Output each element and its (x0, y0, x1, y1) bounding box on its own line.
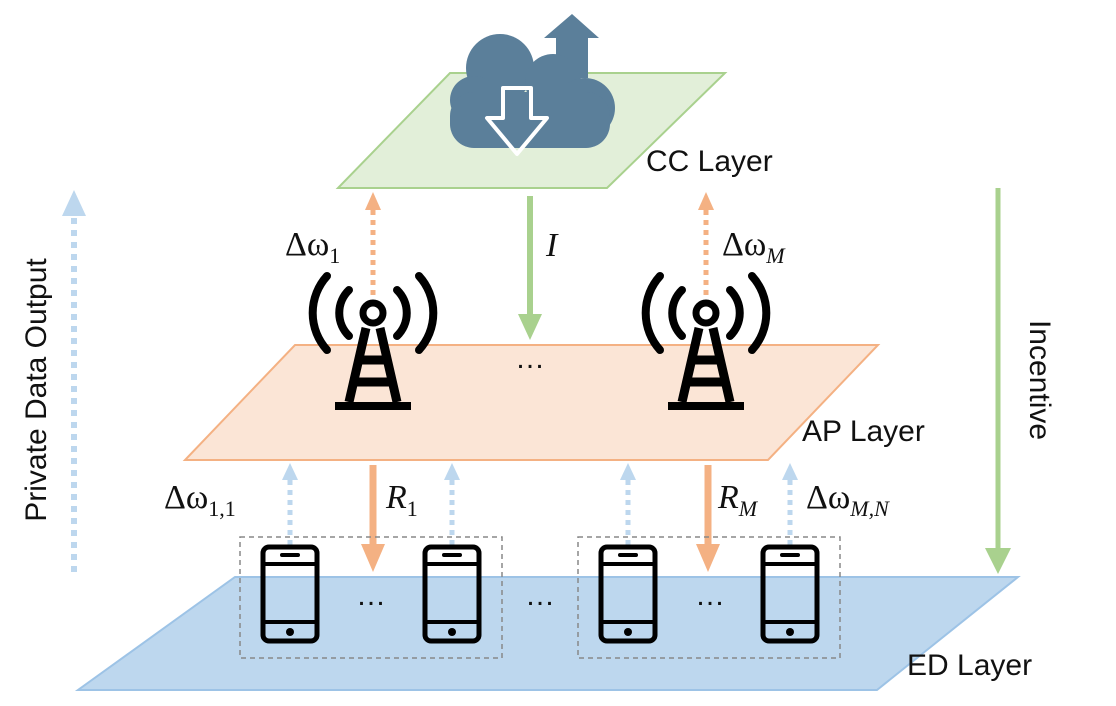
incentive-i-label: I (545, 227, 559, 264)
delta-omega-1-1-label: Δω1,1 (164, 479, 236, 521)
r1-label: R1 (385, 479, 418, 521)
delta-omega-1-label: Δω1 (285, 226, 340, 268)
ed-upload-arrows (282, 463, 798, 545)
upload-arrow-apM (698, 192, 714, 295)
radio-tower-icon (641, 272, 771, 410)
upload-arrow-ap1 (365, 192, 381, 295)
smartphone-icon (598, 544, 658, 644)
smartphone-icon (260, 544, 320, 644)
cc-layer-label: CC Layer (646, 145, 773, 178)
incentive-arrow (985, 188, 1011, 574)
ellipsis-group-M: … (695, 579, 725, 612)
private-data-output-label: Private Data Output (20, 258, 53, 522)
ed-layer-label: ED Layer (907, 649, 1032, 682)
device-group-1 (239, 536, 503, 659)
device-group-M (577, 536, 841, 659)
r1-arrow (361, 465, 385, 572)
ap-layer-label: AP Layer (802, 415, 925, 448)
rM-label: RM (717, 479, 759, 521)
radio-tower-icon (308, 272, 438, 410)
ed-layer-plane (74, 576, 1021, 691)
rM-arrow (696, 465, 720, 572)
ellipsis-between-groups: … (525, 579, 555, 612)
cloud-download-icon (450, 14, 615, 156)
ellipsis-ap: … (515, 342, 545, 375)
incentive-label: Incentive (1023, 320, 1056, 440)
private-data-output-arrow (62, 190, 86, 572)
smartphone-icon (422, 544, 482, 644)
incentive-i-arrow (518, 196, 542, 340)
ellipsis-group-1: … (356, 579, 386, 612)
delta-omega-M-label: ΔωM (722, 226, 786, 268)
smartphone-icon (760, 544, 820, 644)
delta-omega-M-N-label: ΔωM,N (806, 479, 890, 521)
